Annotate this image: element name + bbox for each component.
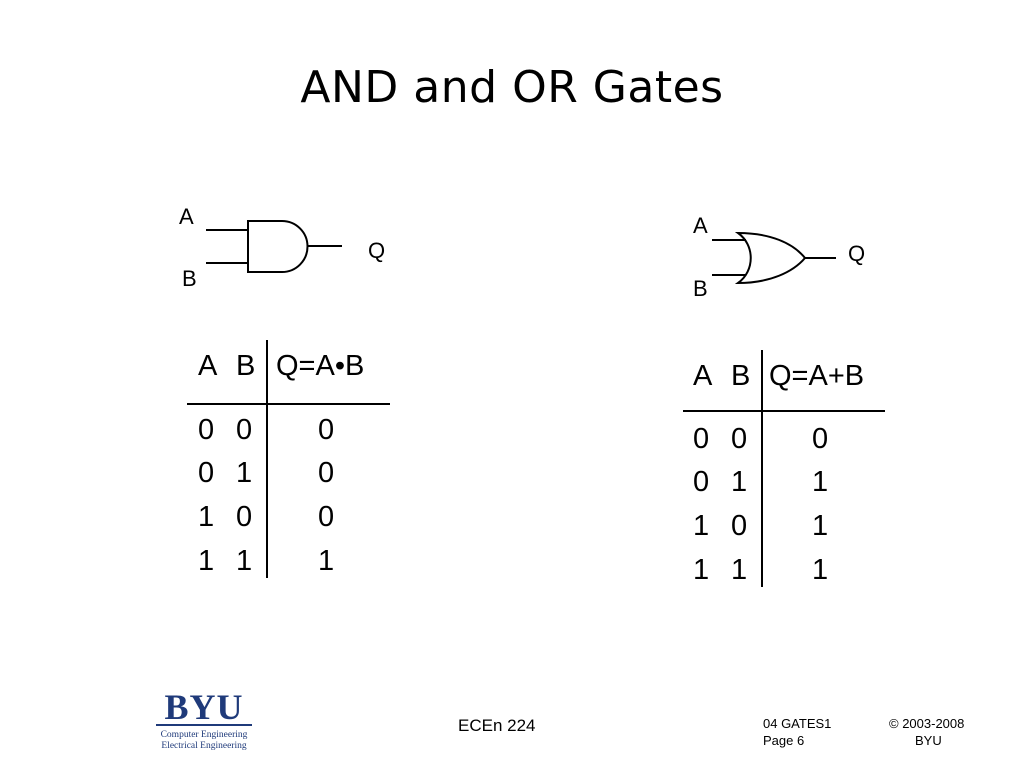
copyright-text: © 2003-2008 (889, 716, 965, 731)
or-header-a: A (693, 360, 713, 392)
and-cell: 0 (318, 501, 335, 533)
and-cell: 1 (318, 545, 335, 577)
and-cell: 1 (198, 501, 215, 533)
and-cell: 0 (198, 457, 215, 489)
or-cell: 1 (731, 554, 748, 586)
and-header-a: A (198, 350, 218, 382)
or-input-a-label: A (693, 213, 708, 238)
or-cell: 1 (812, 554, 829, 586)
lecture-label: 04 GATES1 (763, 716, 832, 731)
or-header-q: Q=A+B (769, 360, 865, 392)
and-cell: 0 (318, 457, 335, 489)
and-input-a-label: A (179, 204, 194, 229)
and-cell: 1 (236, 545, 253, 577)
and-output-label: Q (368, 238, 386, 263)
or-cell: 1 (731, 466, 748, 498)
and-cell: 0 (236, 501, 253, 533)
page-number: Page 6 (763, 733, 805, 748)
and-cell: 1 (198, 545, 215, 577)
or-cell: 1 (693, 554, 710, 586)
or-cell: 1 (693, 510, 710, 542)
or-header-b: B (731, 360, 751, 392)
or-cell: 0 (731, 510, 748, 542)
byu-logo: BYU Computer Engineering Electrical Engi… (152, 689, 256, 753)
and-cell: 0 (236, 414, 253, 446)
or-cell: 1 (812, 510, 829, 542)
course-label: ECEn 224 (458, 716, 536, 735)
and-cell: 1 (236, 457, 253, 489)
or-output-label: Q (848, 241, 866, 266)
org-label: BYU (915, 733, 942, 748)
or-input-b-label: B (693, 276, 708, 301)
byu-logo-line1: Computer Engineering (160, 730, 248, 740)
or-cell: 0 (731, 423, 748, 455)
or-cell: 0 (693, 466, 710, 498)
byu-logo-wordmark: BYU (164, 687, 244, 727)
and-header-q: Q=A•B (276, 350, 365, 382)
and-input-b-label: B (182, 266, 197, 291)
or-cell: 0 (812, 423, 829, 455)
slide-title: AND and OR Gates (300, 62, 724, 113)
byu-logo-line2: Electrical Engineering (161, 741, 247, 751)
and-header-b: B (236, 350, 256, 382)
byu-logo-rule (156, 724, 252, 726)
or-cell: 0 (693, 423, 710, 455)
or-cell: 1 (812, 466, 829, 498)
and-cell: 0 (198, 414, 215, 446)
and-cell: 0 (318, 414, 335, 446)
